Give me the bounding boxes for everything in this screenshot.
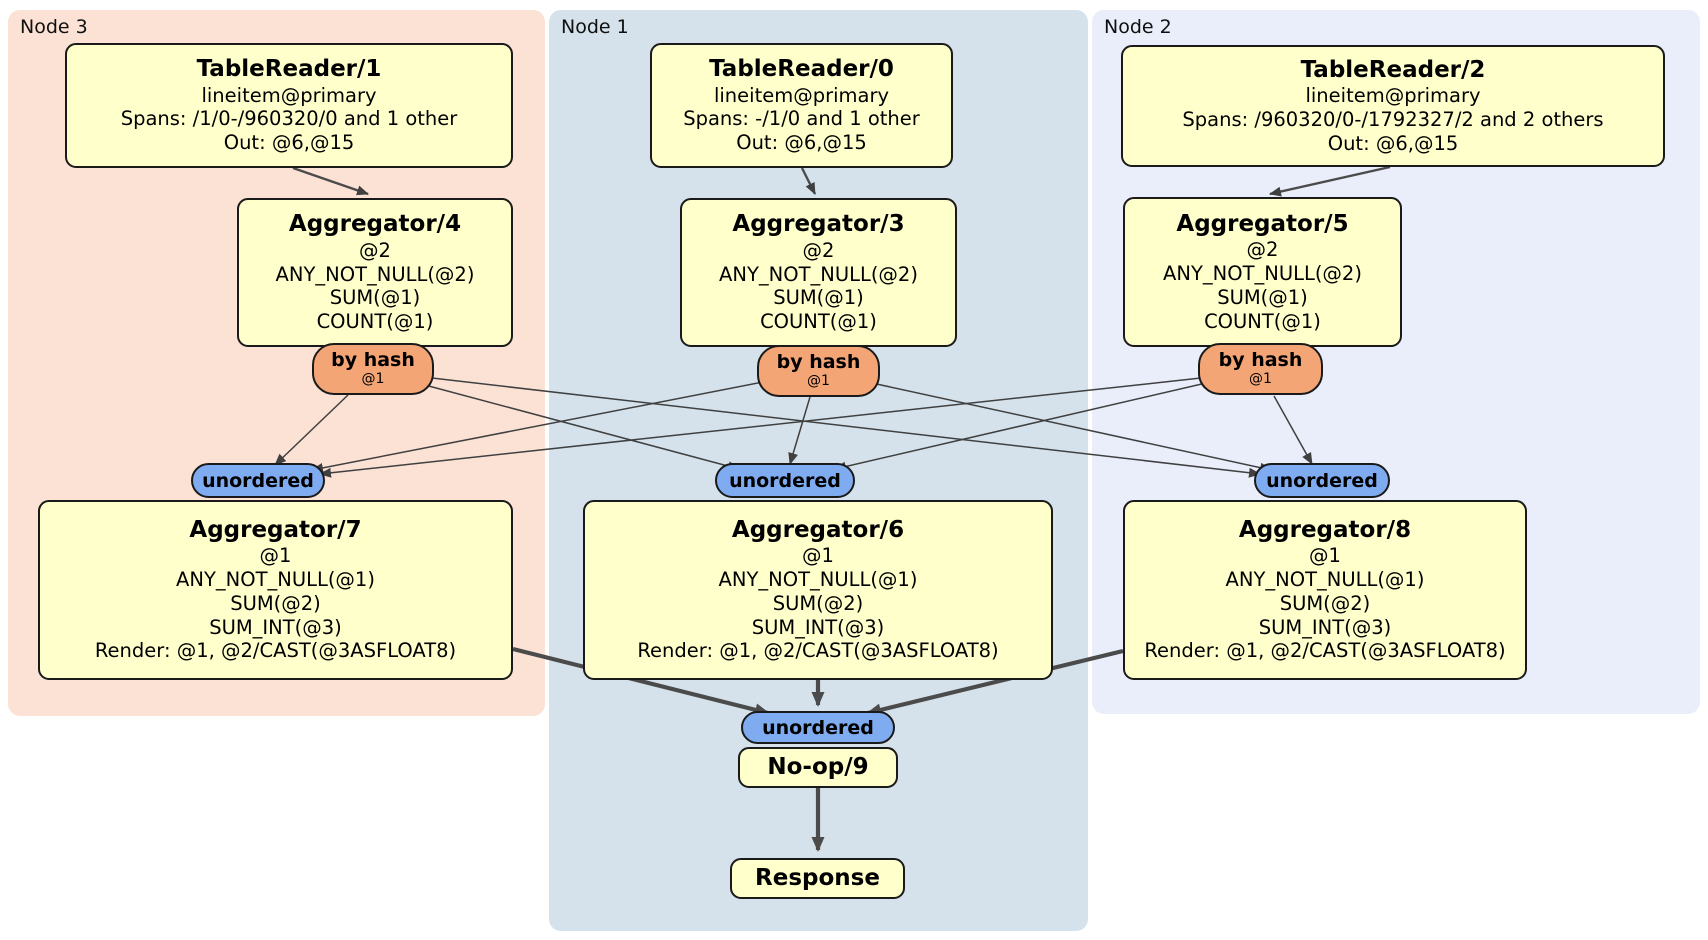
processor-detail: Render: @1, @2/CAST(@3ASFLOAT8) bbox=[1144, 639, 1506, 663]
processor-aggregator-4: Aggregator/4 @2 ANY_NOT_NULL(@2) SUM(@1)… bbox=[237, 198, 513, 347]
processor-title: Aggregator/7 bbox=[189, 516, 362, 543]
processor-title: TableReader/2 bbox=[1300, 56, 1486, 83]
processor-aggregator-7: Aggregator/7 @1 ANY_NOT_NULL(@1) SUM(@2)… bbox=[38, 500, 513, 680]
router-label: by hash bbox=[1218, 349, 1303, 372]
processor-detail: Spans: /960320/0-/1792327/2 and 2 others bbox=[1182, 107, 1604, 131]
router-label: by hash bbox=[331, 349, 415, 372]
processor-detail: lineitem@primary bbox=[1305, 84, 1481, 108]
processor-title: TableReader/1 bbox=[196, 56, 382, 83]
processor-title: No-op/9 bbox=[767, 753, 869, 780]
processor-detail: SUM_INT(@3) bbox=[751, 615, 885, 639]
processor-title: Aggregator/6 bbox=[731, 516, 905, 543]
processor-aggregator-5: Aggregator/5 @2 ANY_NOT_NULL(@2) SUM(@1)… bbox=[1123, 197, 1402, 347]
processor-aggregator-8: Aggregator/8 @1 ANY_NOT_NULL(@1) SUM(@2)… bbox=[1123, 500, 1527, 680]
node3-region-label: Node 3 bbox=[20, 16, 88, 38]
router-label: by hash bbox=[776, 351, 861, 374]
processor-aggregator-6: Aggregator/6 @1 ANY_NOT_NULL(@1) SUM(@2)… bbox=[583, 500, 1053, 680]
router-detail: @1 bbox=[807, 373, 830, 390]
node1-region-label: Node 1 bbox=[561, 16, 629, 38]
processor-detail: SUM(@1) bbox=[1217, 285, 1308, 309]
processor-title: Aggregator/5 bbox=[1176, 210, 1349, 237]
processor-detail: Spans: /1/0-/960320/0 and 1 other bbox=[120, 107, 458, 131]
by-hash-router-3: by hash @1 bbox=[757, 345, 880, 397]
unordered-sync-7: unordered bbox=[191, 463, 325, 498]
processor-title: Aggregator/8 bbox=[1238, 516, 1412, 543]
by-hash-router-5: by hash @1 bbox=[1198, 343, 1323, 395]
unordered-sync-final: unordered bbox=[741, 711, 895, 744]
processor-detail: ANY_NOT_NULL(@1) bbox=[718, 568, 918, 592]
processor-detail: @2 bbox=[802, 238, 835, 262]
processor-detail: COUNT(@1) bbox=[760, 310, 877, 334]
processor-title: Response bbox=[755, 864, 880, 891]
processor-tablereader-1: TableReader/1 lineitem@primary Spans: /1… bbox=[65, 43, 513, 168]
final-merge-arrows bbox=[512, 646, 1124, 852]
processor-detail: lineitem@primary bbox=[201, 83, 377, 107]
processor-detail: ANY_NOT_NULL(@1) bbox=[176, 568, 375, 592]
processor-detail: @2 bbox=[1246, 238, 1279, 262]
processor-detail: ANY_NOT_NULL(@1) bbox=[1225, 568, 1425, 592]
processor-detail: Render: @1, @2/CAST(@3ASFLOAT8) bbox=[637, 639, 999, 663]
processor-detail: @1 bbox=[802, 544, 834, 568]
processor-detail: SUM_INT(@3) bbox=[209, 615, 342, 639]
processor-detail: Out: @6,@15 bbox=[223, 131, 355, 155]
unordered-sync-8: unordered bbox=[1254, 463, 1390, 498]
processor-detail: Out: @6,@15 bbox=[1327, 131, 1459, 155]
processor-aggregator-3: Aggregator/3 @2 ANY_NOT_NULL(@2) SUM(@1)… bbox=[680, 198, 957, 347]
by-hash-router-4: by hash @1 bbox=[312, 343, 434, 395]
processor-detail: Spans: -/1/0 and 1 other bbox=[683, 107, 920, 131]
processor-detail: COUNT(@1) bbox=[1204, 309, 1321, 333]
processor-detail: @2 bbox=[359, 238, 391, 262]
processor-detail: lineitem@primary bbox=[713, 83, 890, 107]
processor-detail: SUM(@2) bbox=[230, 591, 321, 615]
processor-title: TableReader/0 bbox=[709, 56, 894, 83]
router-detail: @1 bbox=[361, 371, 385, 388]
processor-detail: Out: @6,@15 bbox=[736, 131, 867, 155]
processor-tablereader-0: TableReader/0 lineitem@primary Spans: -/… bbox=[650, 43, 953, 168]
processor-tablereader-2: TableReader/2 lineitem@primary Spans: /9… bbox=[1121, 45, 1665, 167]
processor-noop-9: No-op/9 bbox=[738, 747, 898, 788]
router-detail: @1 bbox=[1249, 371, 1272, 388]
processor-detail: ANY_NOT_NULL(@2) bbox=[275, 262, 475, 286]
response-node: Response bbox=[730, 858, 905, 899]
processor-detail: @1 bbox=[259, 544, 292, 568]
tablereader-to-aggregator-arrows bbox=[292, 165, 1391, 197]
processor-detail: SUM_INT(@3) bbox=[1258, 615, 1392, 639]
processor-detail: Render: @1, @2/CAST(@3ASFLOAT8) bbox=[94, 639, 457, 663]
processor-detail: ANY_NOT_NULL(@2) bbox=[719, 262, 918, 286]
processor-detail: SUM(@2) bbox=[1279, 591, 1371, 615]
unordered-sync-6: unordered bbox=[715, 463, 855, 498]
processor-title: Aggregator/4 bbox=[288, 211, 462, 238]
processor-title: Aggregator/3 bbox=[732, 211, 905, 238]
processor-detail: SUM(@2) bbox=[772, 591, 864, 615]
node2-region-label: Node 2 bbox=[1104, 16, 1172, 38]
processor-detail: COUNT(@1) bbox=[316, 310, 434, 334]
processor-detail: @1 bbox=[1309, 544, 1341, 568]
hash-router-edges bbox=[274, 377, 1313, 478]
processor-detail: SUM(@1) bbox=[329, 286, 421, 310]
processor-detail: SUM(@1) bbox=[773, 286, 864, 310]
processor-detail: ANY_NOT_NULL(@2) bbox=[1163, 262, 1362, 286]
